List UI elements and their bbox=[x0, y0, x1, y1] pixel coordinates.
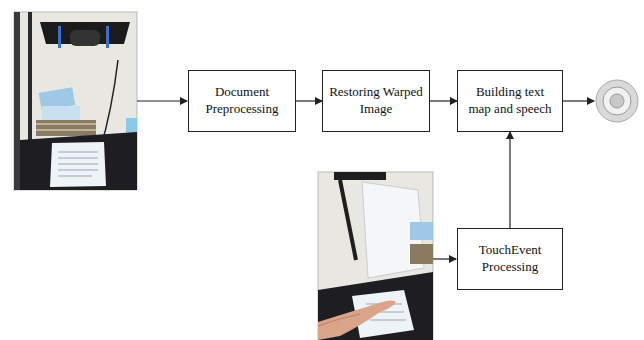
process-box: Building text map and speech bbox=[457, 70, 563, 132]
touch-photo bbox=[318, 172, 433, 340]
box-label: Document Preprocessing bbox=[195, 84, 289, 118]
box-text-group: Restoring Warped Image bbox=[329, 84, 423, 118]
box-text-group: TouchEvent Processing bbox=[464, 242, 556, 276]
flow-arrow bbox=[296, 100, 322, 101]
box-text-group: Document Preprocessing bbox=[195, 84, 289, 118]
input-arrow bbox=[137, 100, 187, 101]
box-label: Building text map and speech bbox=[464, 84, 556, 118]
touch-arrow bbox=[433, 258, 456, 259]
output-arrow bbox=[563, 100, 594, 101]
flow-arrow bbox=[430, 100, 457, 101]
box-label: TouchEvent Processing bbox=[464, 242, 556, 276]
speaker-icon bbox=[596, 80, 638, 122]
box-label: Restoring Warped Image bbox=[329, 84, 423, 118]
process-box: TouchEvent Processing bbox=[457, 228, 563, 290]
flow-arrow bbox=[509, 132, 510, 228]
box-text-group: Building text map and speech bbox=[464, 84, 556, 118]
process-box: Document Preprocessing bbox=[188, 70, 296, 132]
setup-photo bbox=[14, 12, 137, 190]
process-box: Restoring Warped Image bbox=[322, 70, 430, 132]
